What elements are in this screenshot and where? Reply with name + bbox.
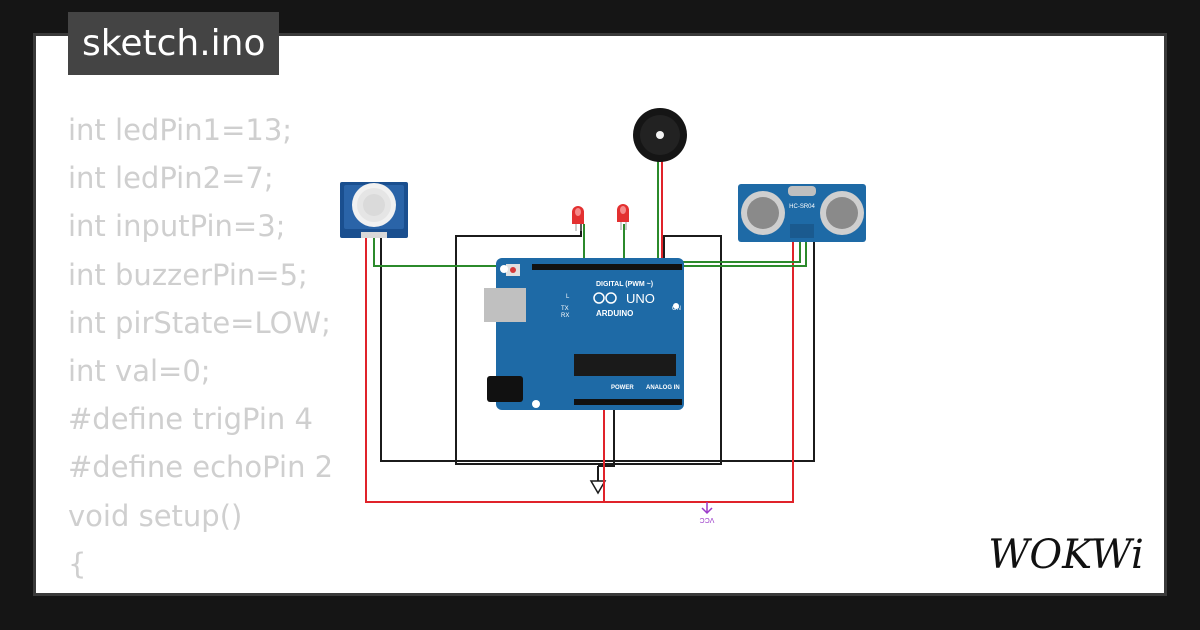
circuit-diagram: VCC xyxy=(340,108,866,523)
board-power-label: POWER xyxy=(611,385,634,391)
code-preview: int ledPin1=13; int ledPin2=7; int inputPi… xyxy=(68,106,476,593)
led-2 xyxy=(617,204,629,230)
arduino-board: DIGITAL (PWM ~) UNO ARDUINO L TX RX ON P… xyxy=(484,258,684,410)
sensor-model-label: HC-SR04 xyxy=(789,204,815,210)
digital-pins-label: DIGITAL (PWM ~) xyxy=(596,281,653,288)
code-line: #define echoPin 2 xyxy=(68,450,334,485)
ground-symbol xyxy=(589,466,607,495)
buzzer xyxy=(633,108,687,162)
code-line: int buzzerPin=5; xyxy=(68,257,308,292)
code-line: { xyxy=(68,546,87,581)
board-l-label: L xyxy=(566,294,570,300)
code-line: int inputPin=3; xyxy=(68,209,286,244)
pir-sensor xyxy=(340,182,408,238)
ultrasonic-sensor: HC-SR04 xyxy=(738,184,866,242)
code-line: void setup() xyxy=(68,498,243,533)
code-line: int ledPin2=7; xyxy=(68,161,274,196)
board-rx-label: RX xyxy=(561,313,569,319)
vcc-label: VCC xyxy=(700,516,715,523)
preview-card: int ledPin1=13; int ledPin2=7; int inputPi… xyxy=(33,33,1167,596)
wokwi-logo: WOKWi xyxy=(988,532,1144,578)
code-line: int pirState=LOW; xyxy=(68,305,331,340)
board-on-label: ON xyxy=(672,306,681,312)
led-1 xyxy=(572,206,584,231)
vcc-marker: VCC xyxy=(700,502,715,523)
wokwi-logo-text: WOKWi xyxy=(988,532,1144,578)
board-model-label: UNO xyxy=(626,291,655,306)
file-name-tab[interactable]: sketch.ino xyxy=(68,12,280,75)
board-tx-label: TX xyxy=(561,306,569,312)
board-brand-label: ARDUINO xyxy=(596,309,633,318)
board-analog-label: ANALOG IN xyxy=(646,385,680,391)
code-line: int ledPin1=13; xyxy=(68,113,293,147)
code-line: int val=0; xyxy=(68,354,211,389)
red-wires xyxy=(365,160,794,503)
code-line: #define trigPin 4 xyxy=(68,402,313,437)
